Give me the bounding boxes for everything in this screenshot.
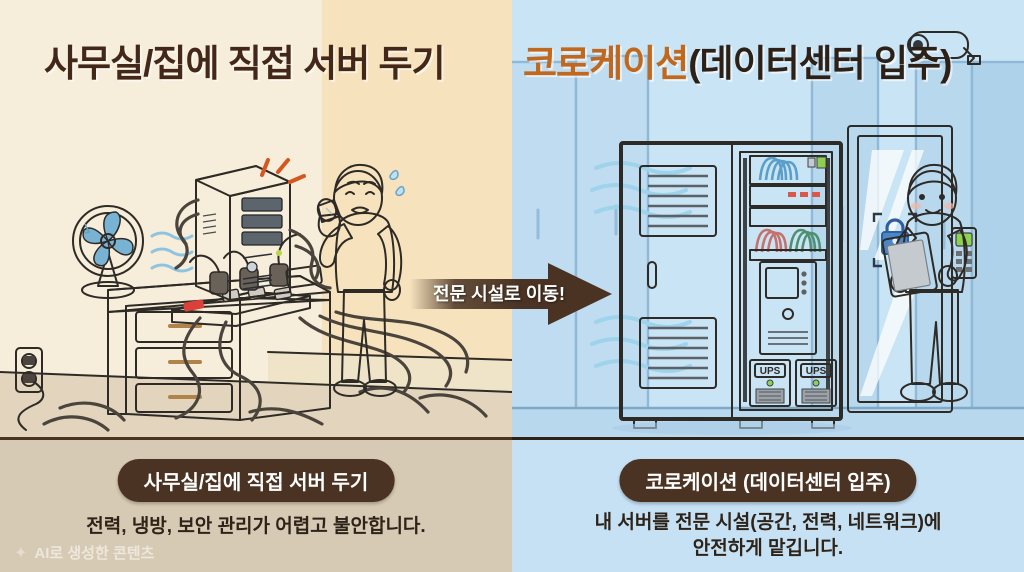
caption-text-left: 전력, 냉방, 보안 관리가 어렵고 불안합니다. [86,516,426,537]
engineer-with-tablet [881,163,968,402]
sweat-drops [389,169,405,197]
caption-badge-right: 코로케이션 (데이터센터 입주) [619,459,917,502]
pc-tower [195,165,291,301]
desk-fan [72,205,144,299]
caption-band-right: 코로케이션 (데이터센터 입주) 내 서버를 전문 시설(공간, 전력, 네트워… [512,437,1024,572]
ups-label-1: UPS [760,366,781,377]
caption-text-right: 내 서버를 전문 시설(공간, 전력, 네트워크)에 안전하게 맡깁니다. [512,510,1024,561]
ups-units: UPS UPS [749,359,837,407]
right-scene-illustration: UPS UPS [512,0,1024,437]
server-rack-cabinet: UPS UPS [612,141,852,435]
transition-arrow: 전문 시설로 이동! [410,263,612,325]
caption-badge-left: 사무실/집에 직접 서버 두기 [117,459,395,502]
transition-arrow-label: 전문 시설로 이동! [433,284,565,304]
page-title-right: 코로케이션(데이터센터 입주) [523,33,952,87]
rack-vent-door [639,165,717,389]
tangled-cables [42,198,488,432]
heat-alert-marks [260,158,306,184]
watermark-text: AI로 생성한 콘텐츠 [34,545,155,562]
wooden-desk-drawers [107,275,331,421]
stressed-person [316,163,405,397]
ups-label-2: UPS [806,366,827,377]
sparkle-icon: ✦ [14,544,28,562]
watermark: ✦ AI로 생성한 콘텐츠 [14,542,154,563]
caption-text-right-line1: 내 서버를 전문 시설(공간, 전력, 네트워크)에 [594,512,942,533]
page-title-right-rest: (데이터센터 입주) [688,43,952,84]
caption-band-left: 사무실/집에 직접 서버 두기 전력, 냉방, 보안 관리가 어렵고 불안합니다… [0,437,512,572]
page-title-left: 사무실/집에 직접 서버 두기 [44,43,446,84]
security-camera [907,31,981,65]
wall-outlet [15,347,45,431]
left-scene-illustration [0,0,512,437]
caption-text-right-line2: 안전하게 맡깁니다. [692,537,844,559]
smartphone [285,264,323,289]
page-title-right-accent: 코로케이션 [523,43,689,84]
